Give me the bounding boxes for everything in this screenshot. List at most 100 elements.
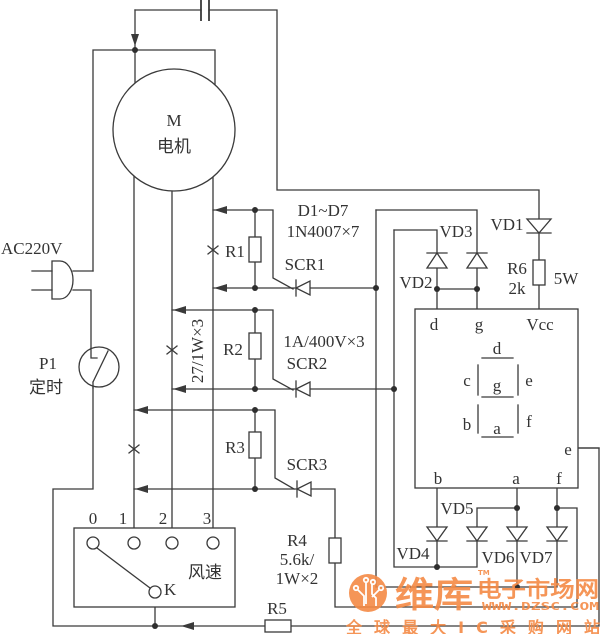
timer-ref: P1 <box>39 354 57 373</box>
r5-label: R5 <box>267 599 287 618</box>
pin-g-label: g <box>475 315 484 334</box>
switch-position-0: 0 <box>89 509 98 528</box>
scr3-label: SCR3 <box>287 455 328 474</box>
junction-dot <box>434 286 440 292</box>
display-box <box>414 308 579 489</box>
watermark-tm: TM <box>478 569 490 577</box>
wire-scr1-gate <box>212 209 294 290</box>
r6-rating: 5W <box>554 269 580 288</box>
vd2-label: VD2 <box>399 273 432 292</box>
vd6-label: VD6 <box>481 548 514 567</box>
scr-spec: 1A/400V×3 <box>283 332 364 351</box>
wire-scr3-gate <box>133 409 295 490</box>
scr2-icon <box>294 380 311 398</box>
switch-wiper-icon <box>148 585 162 599</box>
junction-dot <box>514 584 520 590</box>
wire-timer-out <box>52 385 266 627</box>
switch-position-3: 3 <box>203 509 212 528</box>
diode-vd5-icon <box>465 526 489 543</box>
diodes: D1~D7 1N4007×7 VD1 VD2 VD3 VD4 VD5 <box>287 201 569 567</box>
resistor-r4-icon <box>328 537 342 564</box>
diode-vd3-icon <box>465 251 489 269</box>
diode-vd1-icon <box>525 218 553 234</box>
timer-icon <box>78 346 120 388</box>
watermark-logo-icon <box>349 574 387 612</box>
pin-vcc-label: Vcc <box>526 315 554 334</box>
diode-vd6-icon <box>505 526 529 543</box>
arrow-left-icon <box>181 622 194 630</box>
junction-dot <box>252 386 258 392</box>
scr1-label: SCR1 <box>285 255 326 274</box>
junction-dot <box>434 564 440 570</box>
diode-vd4-icon <box>425 526 449 543</box>
junction-dot <box>554 505 560 511</box>
resistor-r5-icon <box>264 619 292 633</box>
arrows <box>131 34 227 630</box>
watermark-brand: 维库 <box>395 576 473 616</box>
diode-part-number: 1N4007×7 <box>287 222 360 241</box>
watermark: 维库 TM 电子市场网 WWW.DZSC.COM 全球最大IC采购网站 <box>345 569 600 634</box>
wire-frame <box>92 49 216 272</box>
diode-vd7-icon <box>545 526 569 543</box>
arrow-left-icon <box>173 306 186 314</box>
segment-c-label: c <box>463 371 471 390</box>
switch-wiper-label: K <box>164 580 177 599</box>
switch-terminal-2-icon <box>165 536 179 550</box>
vd4-label: VD4 <box>396 544 430 563</box>
scr1-icon <box>294 279 311 297</box>
plug-prongs <box>31 270 53 291</box>
resistor-r2-icon <box>248 332 262 360</box>
scr3-icon <box>295 480 312 498</box>
switch-name: 风速 <box>188 563 222 583</box>
r6-value: 2k <box>509 279 527 298</box>
segment-b-label: b <box>463 415 472 434</box>
scrs: SCR1 1A/400V×3 SCR2 SCR3 <box>283 255 365 498</box>
junction-dot <box>252 486 258 492</box>
wire-pin-d-g <box>436 267 478 310</box>
diode-group-ref: D1~D7 <box>298 201 349 220</box>
switch-terminal-1-icon <box>127 536 141 550</box>
wire-vd3 <box>375 209 478 254</box>
plug-icon <box>51 260 74 300</box>
wire-node-scr1 <box>375 209 558 588</box>
power-plug: AC220V <box>1 239 74 300</box>
cross-marks <box>128 245 219 454</box>
cross-mark-icon <box>128 444 140 454</box>
pin-a-label: a <box>512 469 520 488</box>
arrow-down-icon <box>131 34 139 46</box>
r1-r3-spec: 27/1W×3 <box>188 319 207 383</box>
junction-dot <box>391 386 397 392</box>
arrow-left-icon <box>135 485 148 493</box>
switch-position-2: 2 <box>159 509 168 528</box>
wire-scr2-gate <box>171 309 294 391</box>
motor: M 电机 <box>112 68 236 192</box>
switch-terminal-0-icon <box>86 536 100 550</box>
segment-g-label: g <box>493 376 502 395</box>
seven-segment-icon <box>477 357 519 438</box>
switch-terminal-3-icon <box>206 536 220 550</box>
pin-f-label: f <box>556 469 562 488</box>
resistor-r6-icon <box>532 259 546 286</box>
capacitor-icon <box>200 0 210 21</box>
segment-a-label: a <box>493 419 501 438</box>
junction-dot <box>252 285 258 291</box>
switch-contact-arm <box>96 547 151 589</box>
resistors: R1 R2 R3 27/1W×3 R4 5.6k/ 1W×2 R5 R6 2k … <box>188 236 580 633</box>
junction-dot <box>474 286 480 292</box>
junction-dot <box>152 623 158 629</box>
junction-dot <box>514 505 520 511</box>
wire-plug-bottom <box>72 289 92 350</box>
switch-position-1: 1 <box>119 509 128 528</box>
cross-mark-icon <box>207 245 219 255</box>
segment-d-label: d <box>493 339 502 358</box>
motor-icon <box>112 68 236 192</box>
diode-vd2-icon <box>425 251 449 269</box>
watermark-url: WWW.DZSC.COM <box>482 600 600 613</box>
junction-dot <box>373 285 379 291</box>
vd7-label: VD7 <box>519 548 553 567</box>
cross-mark-icon <box>166 345 178 355</box>
r1-label: R1 <box>225 242 245 261</box>
wire-vd2 <box>393 229 438 254</box>
vd5-label: VD5 <box>440 499 473 518</box>
